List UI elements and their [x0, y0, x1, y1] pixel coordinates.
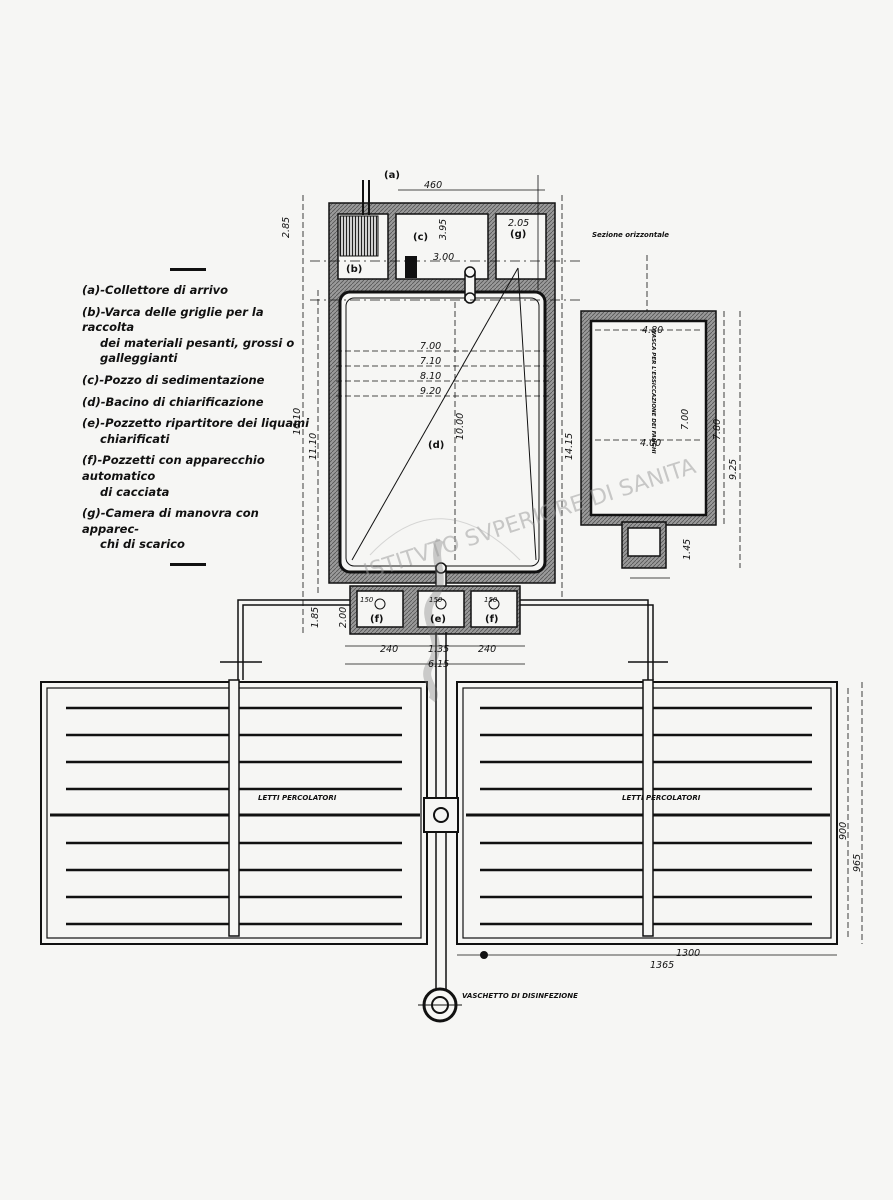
legend-line: (b)-Varca delle griglie per la raccolta: [82, 304, 264, 335]
dim-700b: 7.00: [680, 409, 691, 430]
legend-line: (g)-Camera di manovra con apparec-: [82, 506, 259, 536]
label-e: (e): [430, 614, 446, 625]
legend-line: chi di scarico: [100, 537, 185, 552]
dim-400: 4.00: [640, 438, 661, 449]
main-tank: [302, 175, 584, 636]
dim-1415: 14.15: [564, 433, 575, 460]
label-d: (d): [428, 440, 444, 451]
side-tank: [580, 255, 741, 579]
dim-1300: 1300: [676, 948, 700, 959]
legend-line: di cacciata: [100, 484, 170, 499]
label-g: (g): [510, 229, 526, 240]
dim-395: 3.95: [438, 219, 449, 240]
label-a: (a): [384, 170, 400, 181]
pipes: [220, 599, 668, 800]
dim-460: 460: [424, 180, 442, 191]
dim-480: 4.80: [642, 325, 663, 336]
section-title: Sezione orizzontale: [592, 231, 669, 239]
legend-item-d: (d)-Bacino di chiarificazione: [82, 395, 312, 411]
legend-line: chiarificati: [100, 431, 170, 446]
dim-810: 8.10: [420, 371, 441, 382]
dim-240a: 240: [380, 644, 398, 655]
dim-920: 9.20: [420, 386, 441, 397]
watermark-seal: [369, 518, 521, 703]
legend-bottom-rule: [170, 562, 206, 566]
legend-line: dei materiali pesanti, grossi o: [100, 335, 295, 350]
legend-item-b: (b)-Varca delle griglie per la raccolta …: [82, 305, 312, 367]
dim-965: 965: [852, 854, 863, 872]
dim-1365: 1365: [650, 960, 674, 971]
dim-1610: 16.10: [292, 408, 303, 435]
dim-1110: 11.10: [308, 433, 319, 460]
central-distributor: [418, 797, 462, 1023]
legend-line: galleggianti: [100, 351, 178, 366]
dim-150a: 150: [360, 596, 374, 604]
side-tank-note: VASCA PER L'ESSICCAZIONE DEI FANGHI: [650, 330, 656, 454]
dim-900: 900: [838, 822, 849, 840]
dim-150b: 150: [429, 596, 443, 604]
legend: (a)-Collettore di arrivo (b)-Varca delle…: [82, 268, 312, 566]
bed-left: [40, 679, 428, 945]
dim-135: 1.35: [428, 644, 449, 655]
dim-285: 2.85: [281, 217, 292, 238]
legend-item-a: (a)-Collettore di arrivo: [82, 283, 312, 299]
legend-item-g: (g)-Camera di manovra con apparec- chi d…: [82, 506, 312, 553]
dim-700: 7.00: [420, 341, 441, 352]
label-c: (c): [413, 232, 428, 243]
legend-line: (a)-Collettore di arrivo: [82, 283, 229, 297]
dim-300: 3.00: [433, 252, 454, 263]
dim-925: 9.25: [728, 459, 739, 480]
dim-185: 1.85: [310, 607, 321, 628]
dim-205: 2.05: [508, 218, 529, 229]
dim-780: 7.80: [712, 419, 723, 440]
beds-right-label: LETTI PERCOLATORI: [622, 794, 701, 802]
label-b: (b): [346, 264, 362, 275]
legend-line: (f)-Pozzetti con apparecchio automatico: [82, 453, 265, 483]
disinfection-label: VASCHETTO DI DISINFEZIONE: [462, 992, 578, 1000]
bed-right: [456, 679, 863, 959]
label-f-left: (f): [370, 614, 384, 625]
legend-line: (d)-Bacino di chiarificazione: [82, 394, 264, 409]
dim-150c: 150: [484, 596, 498, 604]
dim-240b: 240: [478, 644, 496, 655]
dim-710: 7.10: [420, 356, 441, 367]
legend-line: (c)-Pozzo di sedimentazione: [82, 372, 265, 387]
label-f-right: (f): [485, 614, 499, 625]
legend-item-e: (e)-Pozzetto ripartitore dei liquami chi…: [82, 416, 312, 447]
beds-left-label: LETTI PERCOLATORI: [258, 794, 337, 802]
legend-item-c: (c)-Pozzo di sedimentazione: [82, 373, 312, 389]
distribution-chambers: [345, 585, 525, 665]
dim-200: 2.00: [338, 607, 349, 628]
dim-145: 1.45: [682, 539, 693, 560]
legend-top-rule: [170, 268, 206, 271]
dim-1000: 10.00: [455, 413, 466, 440]
legend-item-f: (f)-Pozzetti con apparecchio automatico …: [82, 453, 312, 500]
dim-615: 6.15: [428, 659, 449, 670]
legend-line: (e)-Pozzetto ripartitore dei liquami: [82, 416, 310, 431]
